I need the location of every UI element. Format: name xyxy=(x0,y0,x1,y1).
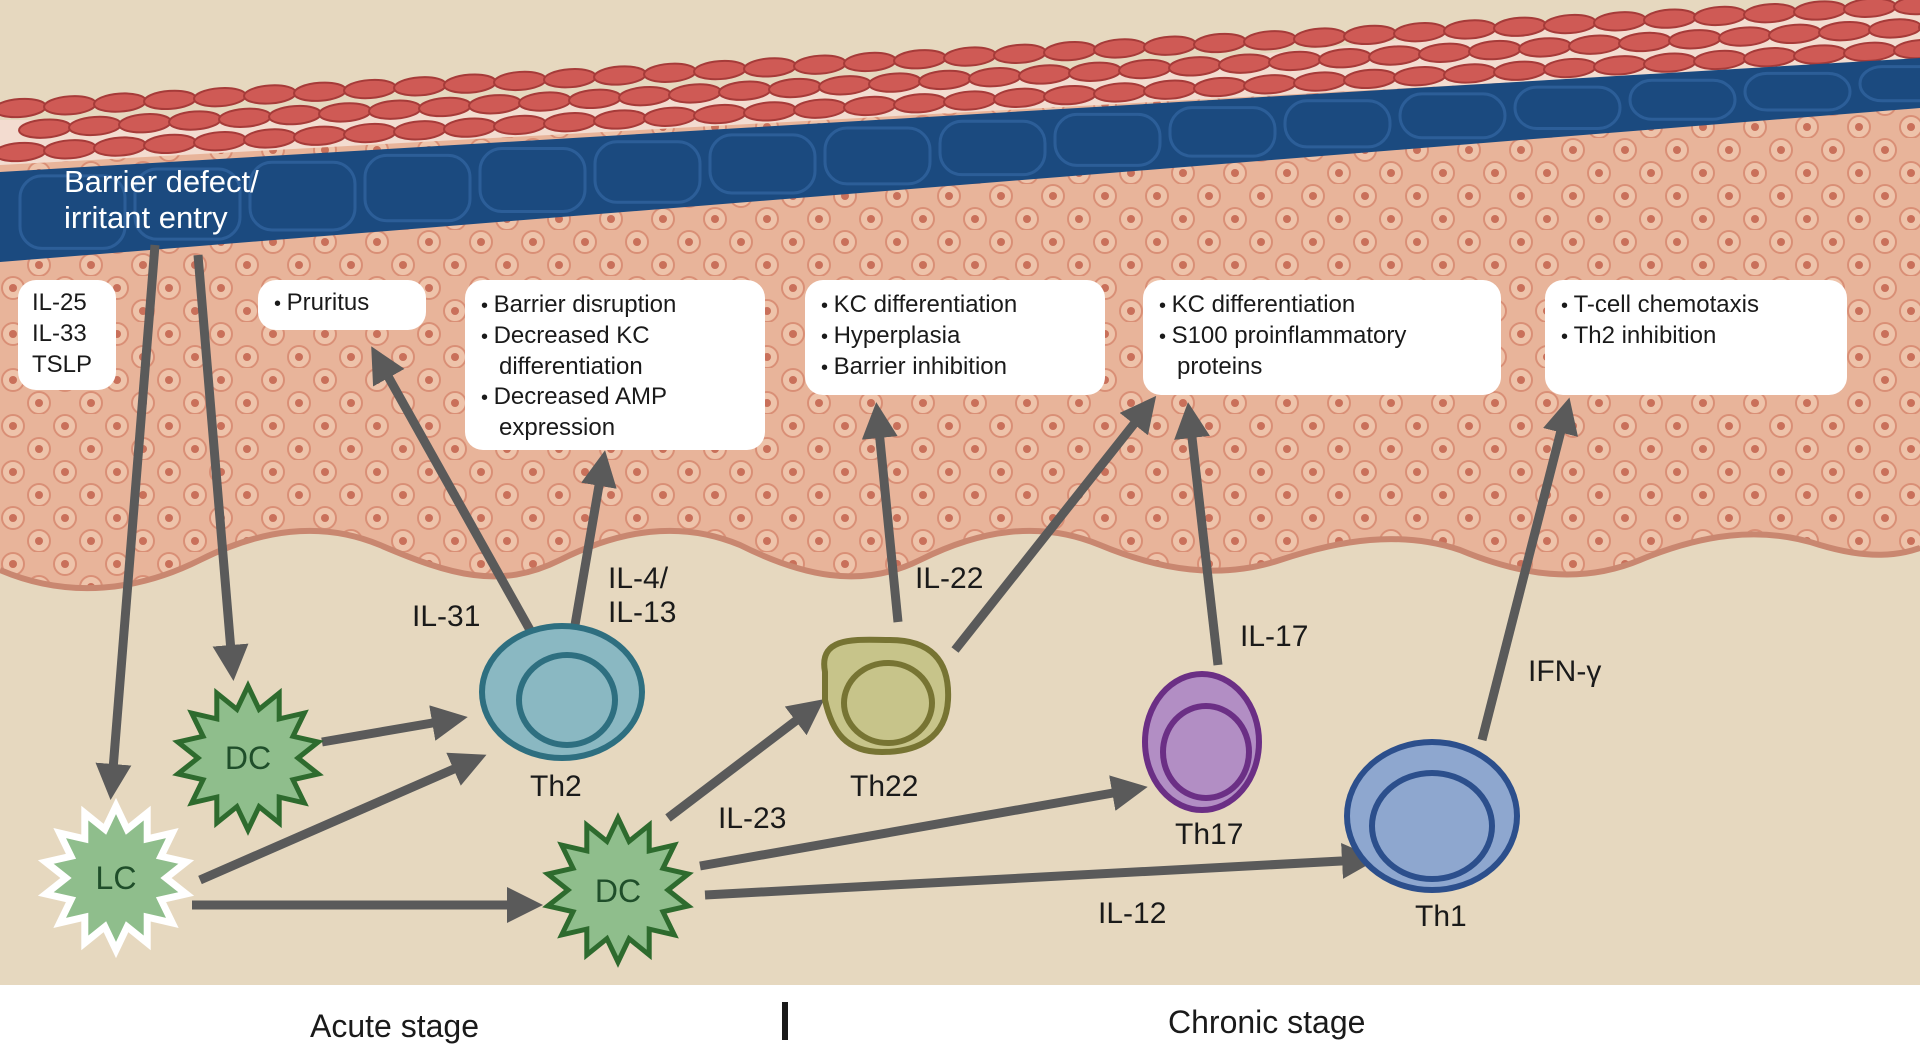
arrow-dc-to-th2 xyxy=(321,705,468,747)
arrow-th22-to-s100 xyxy=(951,395,1157,653)
th1-effects-box: T-cell chemotaxis Th2 inhibition xyxy=(1545,280,1847,395)
th22-effects-box: KC differentiation Hyperplasia Barrier i… xyxy=(805,280,1105,395)
alarmin-item: IL-33 xyxy=(32,320,87,347)
barrier-cell xyxy=(1628,78,1737,121)
th1-label: Th1 xyxy=(1415,900,1467,933)
th17-effects-box: KC differentiation S100 proinflammatory … xyxy=(1143,280,1501,395)
barrier-cell xyxy=(708,133,817,195)
barrier-cell xyxy=(18,174,127,250)
epidermis-basal-edge xyxy=(0,527,1920,592)
arrow-th22-to-kc xyxy=(861,402,903,623)
acute-stage-label: Acute stage xyxy=(310,1008,479,1044)
effect-item: Barrier disruption xyxy=(481,290,749,321)
barrier-cell xyxy=(248,160,357,232)
stage-strip xyxy=(0,985,1920,1055)
label-il23: IL-23 xyxy=(718,802,787,835)
dendritic-cell-2 xyxy=(542,812,694,968)
arrow-th2-to-barrier xyxy=(570,450,617,626)
barrier-cell xyxy=(1053,112,1162,167)
th22-effects-list: KC differentiation Hyperplasia Barrier i… xyxy=(821,290,1089,383)
effect-item: Decreased AMP expression xyxy=(481,382,749,443)
label-il12: IL-12 xyxy=(1098,897,1167,930)
arrow-dc2-to-th22 xyxy=(665,699,825,822)
effect-item: Decreased KC differentiation xyxy=(481,321,749,382)
dc2-label: DC xyxy=(594,873,642,909)
th2-cell xyxy=(479,623,645,761)
alarmins-list: IL-25 IL-33 TSLP xyxy=(32,288,102,381)
th17-cell xyxy=(1142,671,1262,813)
label-il22: IL-22 xyxy=(915,562,984,595)
barrier-cell xyxy=(1398,92,1507,140)
pruritus-list: Pruritus xyxy=(274,288,410,319)
th17-label: Th17 xyxy=(1175,818,1244,851)
barrier-cell xyxy=(593,140,702,204)
label-il31: IL-31 xyxy=(412,600,481,633)
barrier-layer xyxy=(0,58,1920,262)
th2-label: Th2 xyxy=(530,770,582,803)
arrows xyxy=(95,244,1578,923)
lc-label: LC xyxy=(95,860,137,896)
arrow-th2-to-pruritus xyxy=(371,346,534,633)
barrier-cell xyxy=(1743,71,1852,112)
barrier-cell xyxy=(1858,65,1920,103)
arrow-dc2-to-th1 xyxy=(704,842,1378,900)
barrier-cell xyxy=(363,153,472,223)
arrow-barrier-to-lc xyxy=(95,244,160,800)
dendritic-cell-1 xyxy=(172,680,324,836)
arrow-dc2-to-th17 xyxy=(699,775,1148,871)
arrow-th17-to-s100 xyxy=(1174,402,1223,666)
effect-item: KC differentiation xyxy=(821,290,1089,321)
th22-label: Th22 xyxy=(850,770,919,803)
effect-item: S100 proinflammatory proteins xyxy=(1159,321,1485,382)
label-ifng: IFN-γ xyxy=(1528,655,1602,688)
alarmin-item: TSLP xyxy=(32,351,93,378)
effect-item: T-cell chemotaxis xyxy=(1561,290,1831,321)
alarmin-item: IL-25 xyxy=(32,289,87,316)
effect-item: KC differentiation xyxy=(1159,290,1485,321)
barrier-defect-label: Barrier defect/ irritant entry xyxy=(64,164,259,235)
dc1-label: DC xyxy=(224,740,272,776)
label-il17: IL-17 xyxy=(1240,620,1309,653)
chronic-stage-label: Chronic stage xyxy=(1168,1004,1366,1040)
alarmins-box: IL-25 IL-33 TSLP xyxy=(18,280,116,390)
corneocyte xyxy=(1868,18,1920,39)
effect-item: Barrier inhibition xyxy=(821,352,1089,383)
label-il4-il13: IL-4/ IL-13 xyxy=(608,562,677,629)
barrier-disruption-list: Barrier disruption Decreased KC differen… xyxy=(481,290,749,443)
barrier-cell xyxy=(133,167,242,241)
effect-item: Hyperplasia xyxy=(821,321,1089,352)
barrier-cell xyxy=(1283,99,1392,149)
th1-cell xyxy=(1344,739,1520,893)
barrier-cell xyxy=(1513,85,1622,130)
barrier-disruption-box: Barrier disruption Decreased KC differen… xyxy=(465,280,765,450)
barrier-cell xyxy=(823,126,932,186)
langerhans-cell xyxy=(37,797,195,959)
th1-effects-list: T-cell chemotaxis Th2 inhibition xyxy=(1561,290,1831,352)
corneocyte xyxy=(1893,0,1920,16)
pruritus-box: Pruritus xyxy=(258,280,426,330)
barrier-cell xyxy=(478,147,587,213)
effect-item: Pruritus xyxy=(274,288,410,319)
corneocyte-layer xyxy=(0,0,1920,163)
th17-effects-list: KC differentiation S100 proinflammatory … xyxy=(1159,290,1485,382)
effect-item: Th2 inhibition xyxy=(1561,321,1831,352)
arrow-barrier-to-dc xyxy=(193,254,249,681)
barrier-cell xyxy=(1168,106,1277,158)
th22-cell xyxy=(821,636,952,756)
arrow-th1-to-th1box xyxy=(1477,397,1578,742)
barrier-cell xyxy=(938,119,1047,177)
corneocyte xyxy=(1893,38,1920,60)
barrier-cell-outlines xyxy=(18,65,1920,250)
arrow-lc-to-th2 xyxy=(198,752,487,885)
corneocyte xyxy=(1918,15,1920,36)
